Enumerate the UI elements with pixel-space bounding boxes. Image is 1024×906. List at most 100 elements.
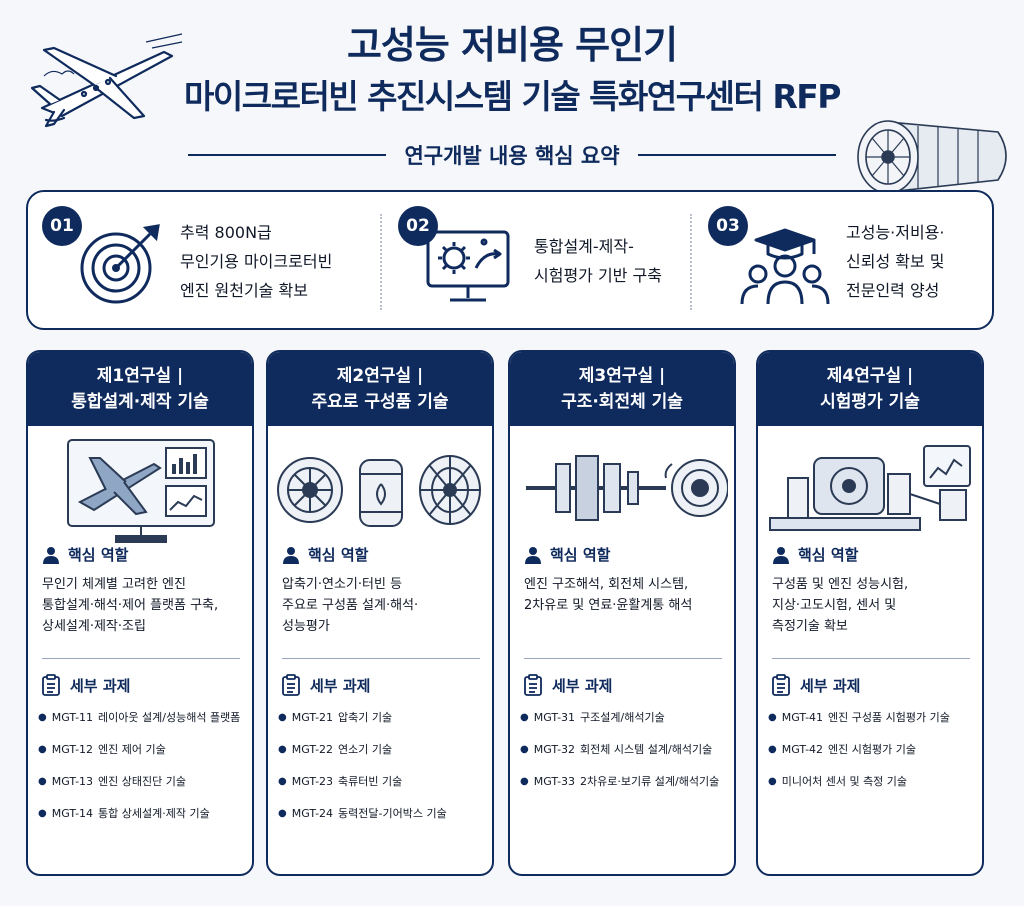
summary-line: 신뢰성 확보 및 — [846, 252, 945, 271]
role-heading-label: 핵심 역할 — [68, 546, 129, 564]
lab-topic: 시험평가 기술 — [820, 392, 920, 412]
bullet-icon: ● — [278, 712, 287, 723]
task-description: 엔진 구성품 시험평가 기술 — [828, 711, 950, 724]
bullet-icon: ● — [768, 776, 777, 787]
task-heading: 세부 과제 — [772, 674, 860, 696]
person-icon — [525, 546, 541, 564]
task-item: ● MGT-23 축류터빈 기술 — [278, 774, 490, 790]
task-heading: 세부 과제 — [282, 674, 370, 696]
bullet-icon: ● — [38, 776, 47, 787]
role-heading-label: 핵심 역할 — [308, 546, 369, 564]
task-code: MGT-14 — [51, 807, 94, 820]
lab-topic: 구조·회전체 기술 — [561, 392, 683, 412]
lab-card-header: 제1연구실 | 통합설계·제작 기술 — [28, 352, 252, 426]
summary-text-1: 추력 800N급 무인기용 마이크로터빈 엔진 원천기술 확보 — [180, 218, 332, 305]
task-description: 엔진 상태진단 기술 — [98, 775, 186, 788]
bullet-icon: ● — [38, 744, 47, 755]
task-description: 연소기 기술 — [338, 743, 393, 756]
monitor-gear-icon — [426, 230, 510, 302]
task-code: MGT-31 — [533, 711, 576, 724]
task-item: ● 미니어처 센서 및 측정 기술 — [768, 774, 980, 790]
role-heading: 핵심 역할 — [282, 544, 368, 565]
task-list: ● MGT-41 엔진 구성품 시험평가 기술 ● MGT-42 엔진 시험평가… — [768, 710, 980, 806]
subtitle-divider-left — [188, 154, 387, 156]
lab-topic: 주요로 구성품 기술 — [311, 392, 449, 412]
summary-divider — [380, 214, 382, 310]
airplane-illustration — [30, 33, 183, 128]
task-heading-label: 세부 과제 — [70, 676, 131, 695]
task-description: 미니어처 센서 및 측정 기술 — [781, 775, 908, 788]
summary-line: 시험평가 기반 구축 — [534, 266, 662, 285]
person-icon — [773, 546, 789, 564]
bullet-icon: ● — [520, 776, 529, 787]
task-description: 엔진 제어 기술 — [98, 743, 166, 756]
lab-card-header: 제3연구실 | 구조·회전체 기술 — [510, 352, 734, 426]
task-item: ● MGT-21 압축기 기술 — [278, 710, 490, 726]
role-line: 측정기술 확보 — [772, 619, 848, 634]
person-icon — [43, 546, 59, 564]
task-description: 2차유로·보기류 설계/해석기술 — [580, 775, 720, 788]
role-line: 엔진 구조해석, 회전체 시스템, — [524, 577, 689, 592]
role-line: 지상·고도시험, 센서 및 — [772, 598, 897, 613]
summary-text-2: 통합설계-제작- 시험평가 기반 구축 — [534, 232, 662, 290]
task-list: ● MGT-11 레이아웃 설계/성능해석 플랫폼 ● MGT-12 엔진 제어… — [38, 710, 250, 838]
clipboard-icon — [42, 674, 60, 696]
task-code: MGT-13 — [51, 775, 94, 788]
task-code: MGT-21 — [291, 711, 334, 724]
bullet-icon: ● — [768, 712, 777, 723]
card-divider — [524, 658, 722, 659]
role-line: 성능평가 — [282, 619, 330, 634]
task-code: MGT-22 — [291, 743, 334, 756]
lab-card-header: 제2연구실 | 주요로 구성품 기술 — [268, 352, 492, 426]
task-item: ● MGT-14 통합 상세설계·제작 기술 — [38, 806, 250, 822]
summary-line: 고성능·저비용· — [846, 223, 945, 242]
summary-text-3: 고성능·저비용· 신뢰성 확보 및 전문인력 양성 — [846, 218, 945, 305]
rotor-shaft-illustration — [526, 455, 728, 521]
task-heading-label: 세부 과제 — [310, 676, 371, 695]
task-description: 압축기 기술 — [338, 711, 393, 724]
task-code: MGT-11 — [51, 711, 94, 724]
target-icon — [80, 224, 160, 304]
bullet-icon: ● — [520, 744, 529, 755]
role-heading-label: 핵심 역할 — [550, 546, 611, 564]
card-divider — [282, 658, 480, 659]
task-description: 구조설계/해석기술 — [580, 711, 665, 724]
task-item: ● MGT-12 엔진 제어 기술 — [38, 742, 250, 758]
subtitle: 연구개발 내용 핵심 요약 — [404, 144, 620, 168]
card-divider — [42, 658, 240, 659]
lab-name: 제2연구실 | — [336, 366, 424, 386]
task-heading-label: 세부 과제 — [800, 676, 861, 695]
task-code: MGT-41 — [781, 711, 824, 724]
task-code: MGT-12 — [51, 743, 94, 756]
title-line-1: 고성능 저비용 무인기 — [346, 23, 678, 67]
clipboard-icon — [524, 674, 542, 696]
bullet-icon: ● — [38, 808, 47, 819]
task-item: ● MGT-42 엔진 시험평가 기술 — [768, 742, 980, 758]
summary-line: 엔진 원천기술 확보 — [180, 281, 308, 300]
task-description: 통합 상세설계·제작 기술 — [98, 807, 210, 820]
role-heading: 핵심 역할 — [772, 544, 858, 565]
task-heading-label: 세부 과제 — [552, 676, 613, 695]
role-line: 상세설계·제작·조립 — [42, 619, 146, 634]
graduates-icon — [740, 228, 830, 305]
task-description: 축류터빈 기술 — [338, 775, 403, 788]
summary-line: 통합설계-제작- — [534, 237, 634, 256]
lab-name: 제4연구실 | — [826, 366, 914, 386]
summary-line: 추력 800N급 — [180, 223, 272, 242]
task-description: 엔진 시험평가 기술 — [828, 743, 916, 756]
task-code: MGT-42 — [781, 743, 824, 756]
summary-divider — [690, 214, 692, 310]
task-item: ● MGT-13 엔진 상태진단 기술 — [38, 774, 250, 790]
number-badge: 03 — [708, 206, 748, 246]
summary-box: 01 추력 800N급 무인기용 마이크로터빈 엔진 원천기술 확보 02 — [26, 190, 994, 330]
lab-name: 제3연구실 | — [578, 366, 666, 386]
task-description: 동력전달-기어박스 기술 — [338, 807, 447, 820]
lab-name: 제1연구실 | — [96, 366, 184, 386]
bullet-icon: ● — [38, 712, 47, 723]
aircraft-design-monitor-illustration — [67, 439, 215, 543]
number-badge: 02 — [398, 206, 438, 246]
lab-card-4: 제4연구실 | 시험평가 기술 핵심 역할 구성품 및 엔진 성능시험,지상·고… — [756, 350, 984, 876]
